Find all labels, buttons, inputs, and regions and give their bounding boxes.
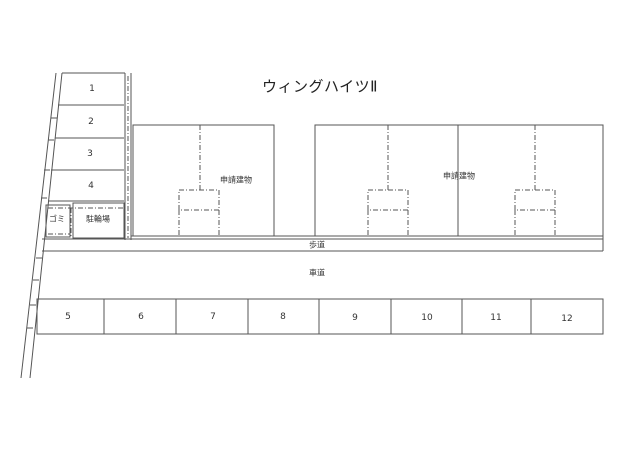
- parking-stall-7: 7: [210, 312, 216, 322]
- parking-stall-2: 2: [88, 117, 94, 127]
- parking-stall-6: 6: [138, 312, 144, 322]
- parking-stall-1: 1: [89, 84, 95, 94]
- parking-stall-8: 8: [280, 312, 286, 322]
- roadway-label: 車道: [309, 268, 325, 278]
- parking-stall-11: 11: [490, 313, 502, 323]
- sidewalk-label: 歩道: [309, 240, 325, 250]
- parking-stall-5: 5: [65, 312, 71, 322]
- property-title: ウィングハイツⅡ: [261, 77, 379, 96]
- parking-stall-9: 9: [352, 313, 358, 323]
- garbage-area-label: ゴミ: [49, 214, 65, 224]
- parking-stall-10: 10: [421, 313, 433, 323]
- parking-stall-3: 3: [87, 149, 93, 159]
- parking-stall-12: 12: [561, 314, 573, 324]
- parking-stall-4: 4: [88, 181, 94, 191]
- building-left-label: 申請建物: [220, 175, 252, 185]
- building-right-label: 申請建物: [443, 171, 475, 181]
- bicycle-parking-label: 駐輪場: [86, 214, 110, 224]
